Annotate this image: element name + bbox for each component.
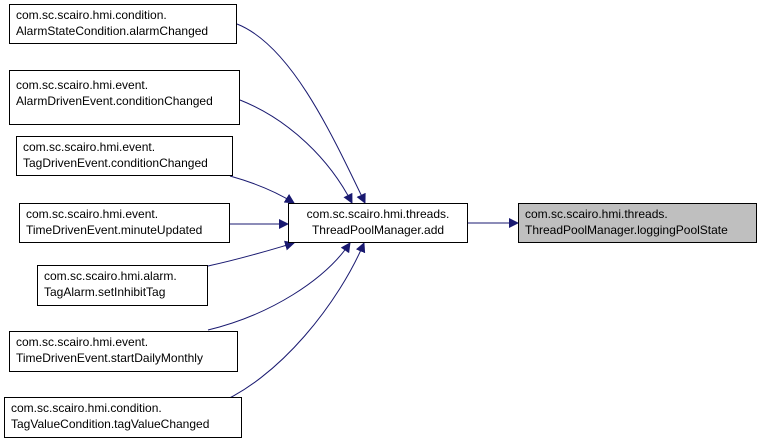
edge-start-daily-to-add — [207, 242, 351, 331]
node-package-label: com.sc.scairo.hmi.threads. — [525, 207, 668, 221]
node-alarm-driven-event-condition-changed[interactable]: com.sc.scairo.hmi.event. AlarmDrivenEven… — [9, 70, 240, 125]
node-thread-pool-manager-add[interactable]: com.sc.scairo.hmi.threads. ThreadPoolMan… — [288, 203, 468, 243]
node-method-label: TimeDrivenEvent.startDailyMonthly — [16, 351, 203, 365]
node-tag-alarm-set-inhibit-tag[interactable]: com.sc.scairo.hmi.alarm. TagAlarm.setInh… — [37, 265, 208, 306]
node-method-label: ThreadPoolManager.loggingPoolState — [525, 223, 728, 237]
node-method-label: TagDrivenEvent.conditionChanged — [23, 156, 208, 170]
node-thread-pool-manager-logging-pool-state[interactable]: com.sc.scairo.hmi.threads. ThreadPoolMan… — [518, 203, 757, 243]
node-package-label: com.sc.scairo.hmi.alarm. — [44, 269, 177, 283]
node-package-label: com.sc.scairo.hmi.condition. — [16, 8, 167, 22]
node-package-label: com.sc.scairo.hmi.event. — [16, 78, 149, 92]
node-method-label: ThreadPoolManager.add — [311, 223, 445, 237]
node-method-label: TagValueCondition.tagValueChanged — [11, 417, 210, 431]
node-tag-value-condition-tag-value-changed[interactable]: com.sc.scairo.hmi.condition. TagValueCon… — [4, 397, 242, 438]
node-tag-driven-event-condition-changed[interactable]: com.sc.scairo.hmi.event. TagDrivenEvent.… — [16, 136, 233, 176]
node-method-label: AlarmStateCondition.alarmChanged — [16, 24, 209, 38]
edge-set-inhibit-to-add — [207, 240, 295, 267]
edge-tag-driven-to-add — [229, 175, 295, 204]
node-time-driven-event-minute-updated[interactable]: com.sc.scairo.hmi.event. TimeDrivenEvent… — [19, 203, 230, 243]
node-package-label: com.sc.scairo.hmi.threads. — [306, 207, 450, 221]
node-package-label: com.sc.scairo.hmi.condition. — [11, 401, 162, 415]
node-package-label: com.sc.scairo.hmi.event. — [16, 335, 149, 349]
node-package-label: com.sc.scairo.hmi.event. — [23, 140, 156, 154]
node-method-label: TimeDrivenEvent.minuteUpdated — [26, 223, 203, 237]
edge-alarm-driven-to-add — [239, 99, 353, 204]
node-alarm-state-condition-alarm-changed[interactable]: com.sc.scairo.hmi.condition. AlarmStateC… — [9, 4, 237, 44]
node-method-label: TagAlarm.setInhibitTag — [44, 285, 166, 299]
edge-alarm-changed-to-add — [236, 23, 366, 204]
edge-tag-value-to-add — [211, 242, 366, 407]
node-package-label: com.sc.scairo.hmi.event. — [26, 207, 159, 221]
node-method-label: AlarmDrivenEvent.conditionChanged — [16, 94, 213, 108]
node-time-driven-event-start-daily-monthly[interactable]: com.sc.scairo.hmi.event. TimeDrivenEvent… — [9, 331, 238, 372]
